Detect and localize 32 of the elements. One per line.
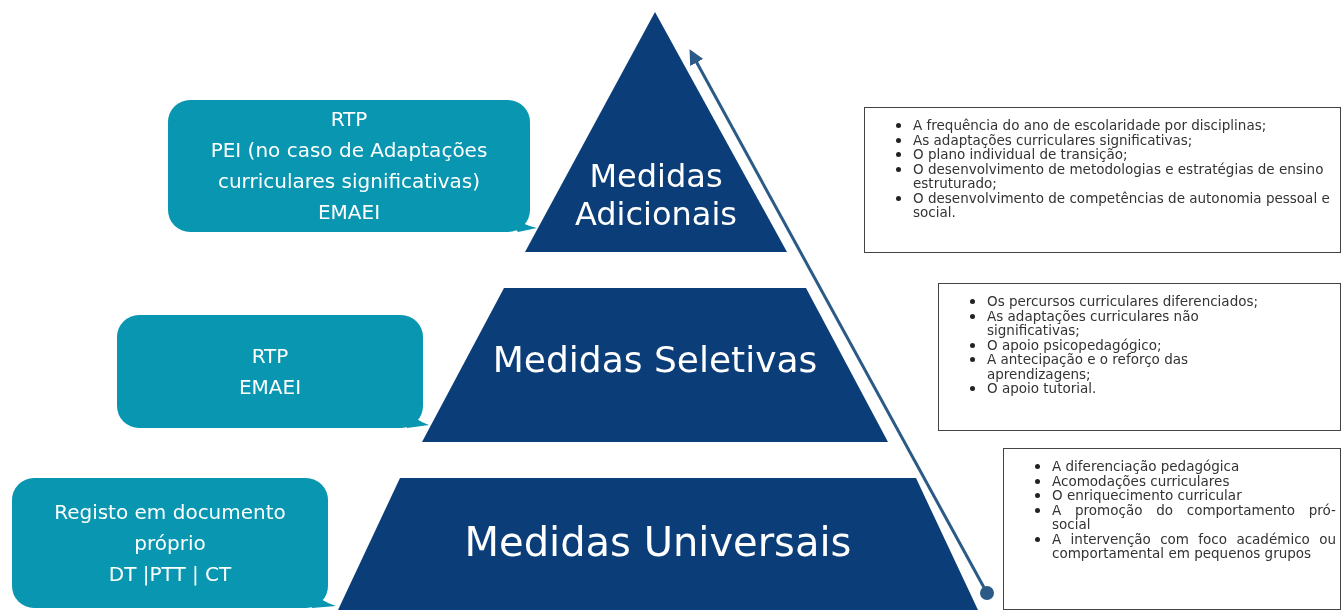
list-item: O desenvolvimento de metodologias e estratégias de ensino estruturado;	[913, 161, 1325, 191]
list-item: A promoção do comportamento pró-social	[1052, 502, 1336, 532]
list-item: O plano individual de transição;	[913, 147, 1128, 162]
pyramid-tier	[338, 478, 978, 610]
list-item: As adaptações curriculares significativas;	[913, 132, 1193, 147]
tier-title: Medidas Adicionais	[573, 157, 738, 234]
tier-title: Medidas Universais	[463, 518, 853, 566]
list-item: O enriquecimento curricular	[1052, 488, 1243, 503]
list-item: A antecipação e o reforço das aprendizagens;	[987, 352, 1190, 381]
list-item: O desenvolvimento de competências de autonomia pessoal e social.	[913, 190, 1331, 220]
arrow	[689, 49, 994, 600]
tier-title: Medidas Seletivas	[491, 338, 819, 382]
bubble-text: EMAEI	[237, 373, 303, 401]
list-item: A frequência do ano de escolaridade por disciplinas;	[913, 118, 1268, 133]
list-item: Acomodações curriculares	[1052, 473, 1230, 488]
bubble-text: EMAEI	[316, 199, 382, 226]
pyramid-tier	[525, 12, 787, 252]
pyramid-tier	[422, 288, 888, 442]
list-box	[1003, 448, 1341, 610]
bubble-text: PEI (no caso de Adaptações curriculares significativas)	[209, 137, 489, 195]
list-item: As adaptações curriculares não significativas;	[987, 308, 1199, 338]
list-box	[864, 107, 1341, 253]
list-item: O apoio psicopedagógico;	[987, 337, 1163, 352]
list-item: Os percursos curriculares diferenciados;	[987, 294, 1260, 309]
list-box	[938, 283, 1341, 431]
bubble-text: Registo em documento próprio	[53, 498, 287, 557]
list-item: A diferenciação pedagógica	[1052, 459, 1241, 474]
bubble-text: DT |PTT | CT	[107, 560, 233, 588]
list-item: O apoio tutorial.	[987, 381, 1098, 396]
list-item: A intervenção com foco académico ou comportamental em pequenos grupos	[1052, 531, 1336, 561]
bubble-text: RTP	[250, 342, 290, 370]
bubble-text: RTP	[329, 106, 369, 133]
